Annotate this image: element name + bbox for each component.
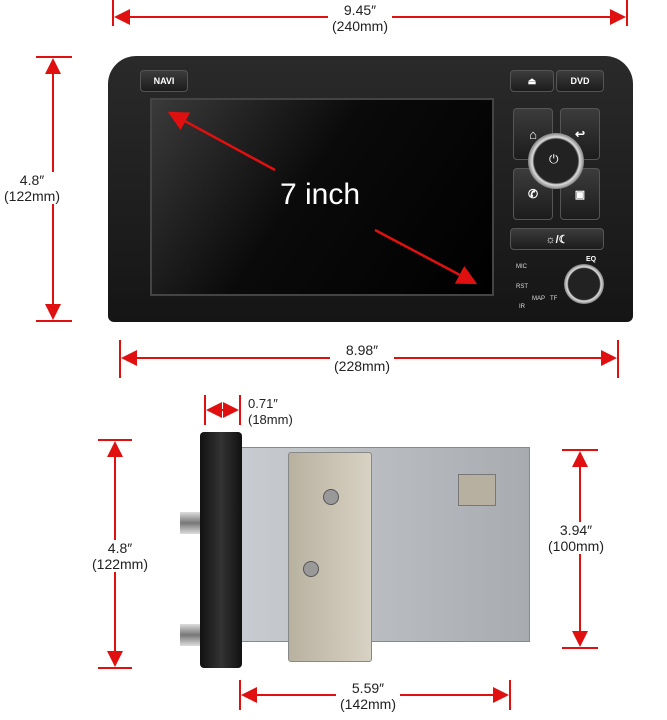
mic-label: MIC (516, 264, 527, 270)
front-height-label: 4.8″(122mm) (0, 172, 65, 204)
rear-bracket (458, 474, 496, 506)
chassis-height-inch: 3.94″ (559, 522, 593, 538)
tf-slot-label: TF (550, 296, 558, 302)
depth-mm: (142mm) (340, 696, 397, 712)
phone-icon: ✆ (527, 187, 539, 201)
front-width-inch: 9.45″ (343, 2, 377, 18)
brightness-button[interactable]: ☼/☾ (510, 228, 604, 250)
chassis-height-label: 3.94″(100mm) (544, 522, 609, 554)
side-height-mm: (122mm) (92, 556, 149, 572)
front-bottom-width-inch: 8.98″ (345, 342, 379, 358)
bezel-depth-label: 0.71″(18mm) (244, 396, 297, 428)
ir-label: IR (519, 304, 525, 310)
radio-icon: ▣ (574, 188, 586, 201)
sun-moon-icon: ☼/☾ (545, 233, 569, 246)
front-bezel-side (200, 432, 242, 668)
front-height-mm: (122mm) (4, 188, 61, 204)
back-icon: ↩ (574, 127, 586, 141)
eq-label: EQ (586, 256, 597, 263)
rst-button[interactable]: RST (516, 284, 528, 290)
eject-icon: ⏏ (527, 75, 537, 86)
mounting-bracket (288, 452, 372, 662)
side-height-label: 4.8″(122mm) (88, 540, 153, 572)
navi-button[interactable]: NAVI (140, 70, 188, 92)
power-icon: ⏻ (549, 152, 559, 166)
power-knob[interactable]: ⏻ (528, 133, 584, 189)
depth-label: 5.59″(142mm) (336, 680, 401, 712)
front-width-mm: (240mm) (332, 18, 389, 34)
bezel-depth-mm: (18mm) (248, 412, 293, 427)
front-bottom-width-mm: (228mm) (334, 358, 391, 374)
bezel-depth-inch: 0.71″ (248, 396, 278, 411)
front-width-label: 9.45″(240mm) (328, 2, 393, 34)
chassis-height-mm: (100mm) (548, 538, 605, 554)
eject-button[interactable]: ⏏ (510, 70, 554, 92)
screen-size-label: 7 inch (279, 178, 361, 211)
screw-icon (303, 561, 319, 577)
home-icon: ⌂ (529, 126, 537, 142)
front-bottom-width-label: 8.98″(228mm) (330, 342, 395, 374)
knob-side-upper (180, 512, 200, 534)
depth-inch: 5.59″ (351, 680, 385, 696)
side-height-inch: 4.8″ (107, 540, 133, 556)
dvd-button[interactable]: DVD (556, 70, 604, 92)
knob-side-lower (180, 624, 200, 646)
volume-knob[interactable] (564, 264, 604, 304)
screw-icon (323, 489, 339, 505)
map-slot-label: MAP (532, 296, 546, 302)
front-height-inch: 4.8″ (19, 172, 45, 188)
